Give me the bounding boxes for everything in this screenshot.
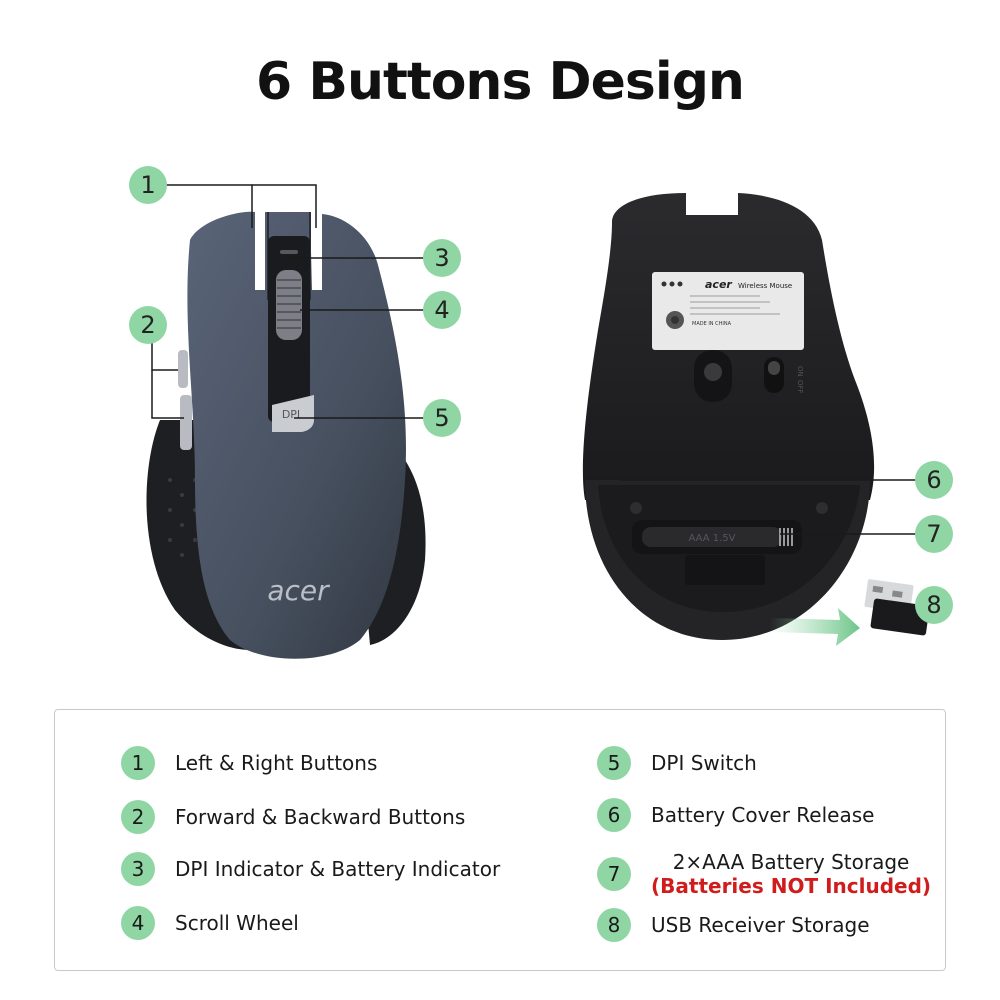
callout-4: 4 [423, 291, 461, 329]
svg-text:4: 4 [434, 296, 449, 324]
callout-2: 2 [129, 306, 167, 344]
legend-label: USB Receiver Storage [651, 913, 870, 937]
legend-panel: 1 Left & Right Buttons 2 Forward & Backw… [54, 709, 946, 971]
legend-label: Scroll Wheel [175, 911, 299, 935]
legend-item-5: 5 DPI Switch [597, 746, 757, 780]
mouse-top-view: DPI acer [146, 211, 426, 659]
legend-number: 6 [597, 798, 631, 832]
legend-label-stack: 2×AAA Battery Storage (Batteries NOT Inc… [651, 850, 931, 898]
legend-number: 2 [121, 800, 155, 834]
svg-text:6: 6 [926, 466, 941, 494]
legend-item-7: 7 2×AAA Battery Storage (Batteries NOT I… [597, 850, 931, 898]
legend-item-2: 2 Forward & Backward Buttons [121, 800, 465, 834]
usb-receiver [864, 579, 930, 636]
callout-7: 7 [915, 515, 953, 553]
callout-5: 5 [423, 399, 461, 437]
svg-text:3: 3 [434, 244, 449, 272]
legend-item-4: 4 Scroll Wheel [121, 906, 299, 940]
callout-lines [148, 184, 918, 535]
switch-off-label: OFF [796, 380, 804, 394]
callout-3: 3 [423, 239, 461, 277]
battery-label: AAA 1.5V [688, 533, 735, 544]
callout-1: 1 [129, 166, 167, 204]
legend-number: 7 [597, 857, 631, 891]
legend-number: 8 [597, 908, 631, 942]
legend-item-3: 3 DPI Indicator & Battery Indicator [121, 852, 500, 886]
legend-label: Battery Cover Release [651, 803, 875, 827]
arrow-icon [770, 608, 860, 646]
legend-number: 5 [597, 746, 631, 780]
switch-on-label: ON [796, 366, 804, 377]
legend-item-8: 8 USB Receiver Storage [597, 908, 870, 942]
battery-warning-note: (Batteries NOT Included) [651, 874, 932, 898]
legend-number: 3 [121, 852, 155, 886]
legend-number: 4 [121, 906, 155, 940]
label-brand: acer [705, 278, 732, 291]
label-made-in: MADE IN CHINA [692, 321, 732, 327]
legend-label: DPI Indicator & Battery Indicator [175, 857, 501, 881]
mouse-bottom-view: AAA 1.5V acer Wireless Mouse MADE IN CHI… [582, 193, 875, 640]
acer-logo: acer [267, 574, 330, 607]
svg-text:5: 5 [434, 404, 449, 432]
callout-6: 6 [915, 461, 953, 499]
legend-label: 2×AAA Battery Storage [672, 850, 910, 874]
page-title: 6 Buttons Design [256, 52, 745, 112]
svg-text:2: 2 [140, 311, 155, 339]
label-product: Wireless Mouse [738, 282, 792, 290]
svg-text:1: 1 [140, 171, 155, 199]
dpi-button-label: DPI [282, 408, 300, 421]
legend-item-6: 6 Battery Cover Release [597, 798, 874, 832]
product-illustration: DPI acer AAA 1.5V acer Wireless Mouse [129, 166, 953, 659]
legend-number: 1 [121, 746, 155, 780]
legend-label: Forward & Backward Buttons [175, 805, 466, 829]
legend-label: Left & Right Buttons [175, 751, 378, 775]
callout-8: 8 [915, 586, 953, 624]
svg-text:8: 8 [926, 591, 941, 619]
legend-item-1: 1 Left & Right Buttons [121, 746, 377, 780]
legend-label: DPI Switch [651, 751, 757, 775]
svg-text:7: 7 [926, 520, 941, 548]
